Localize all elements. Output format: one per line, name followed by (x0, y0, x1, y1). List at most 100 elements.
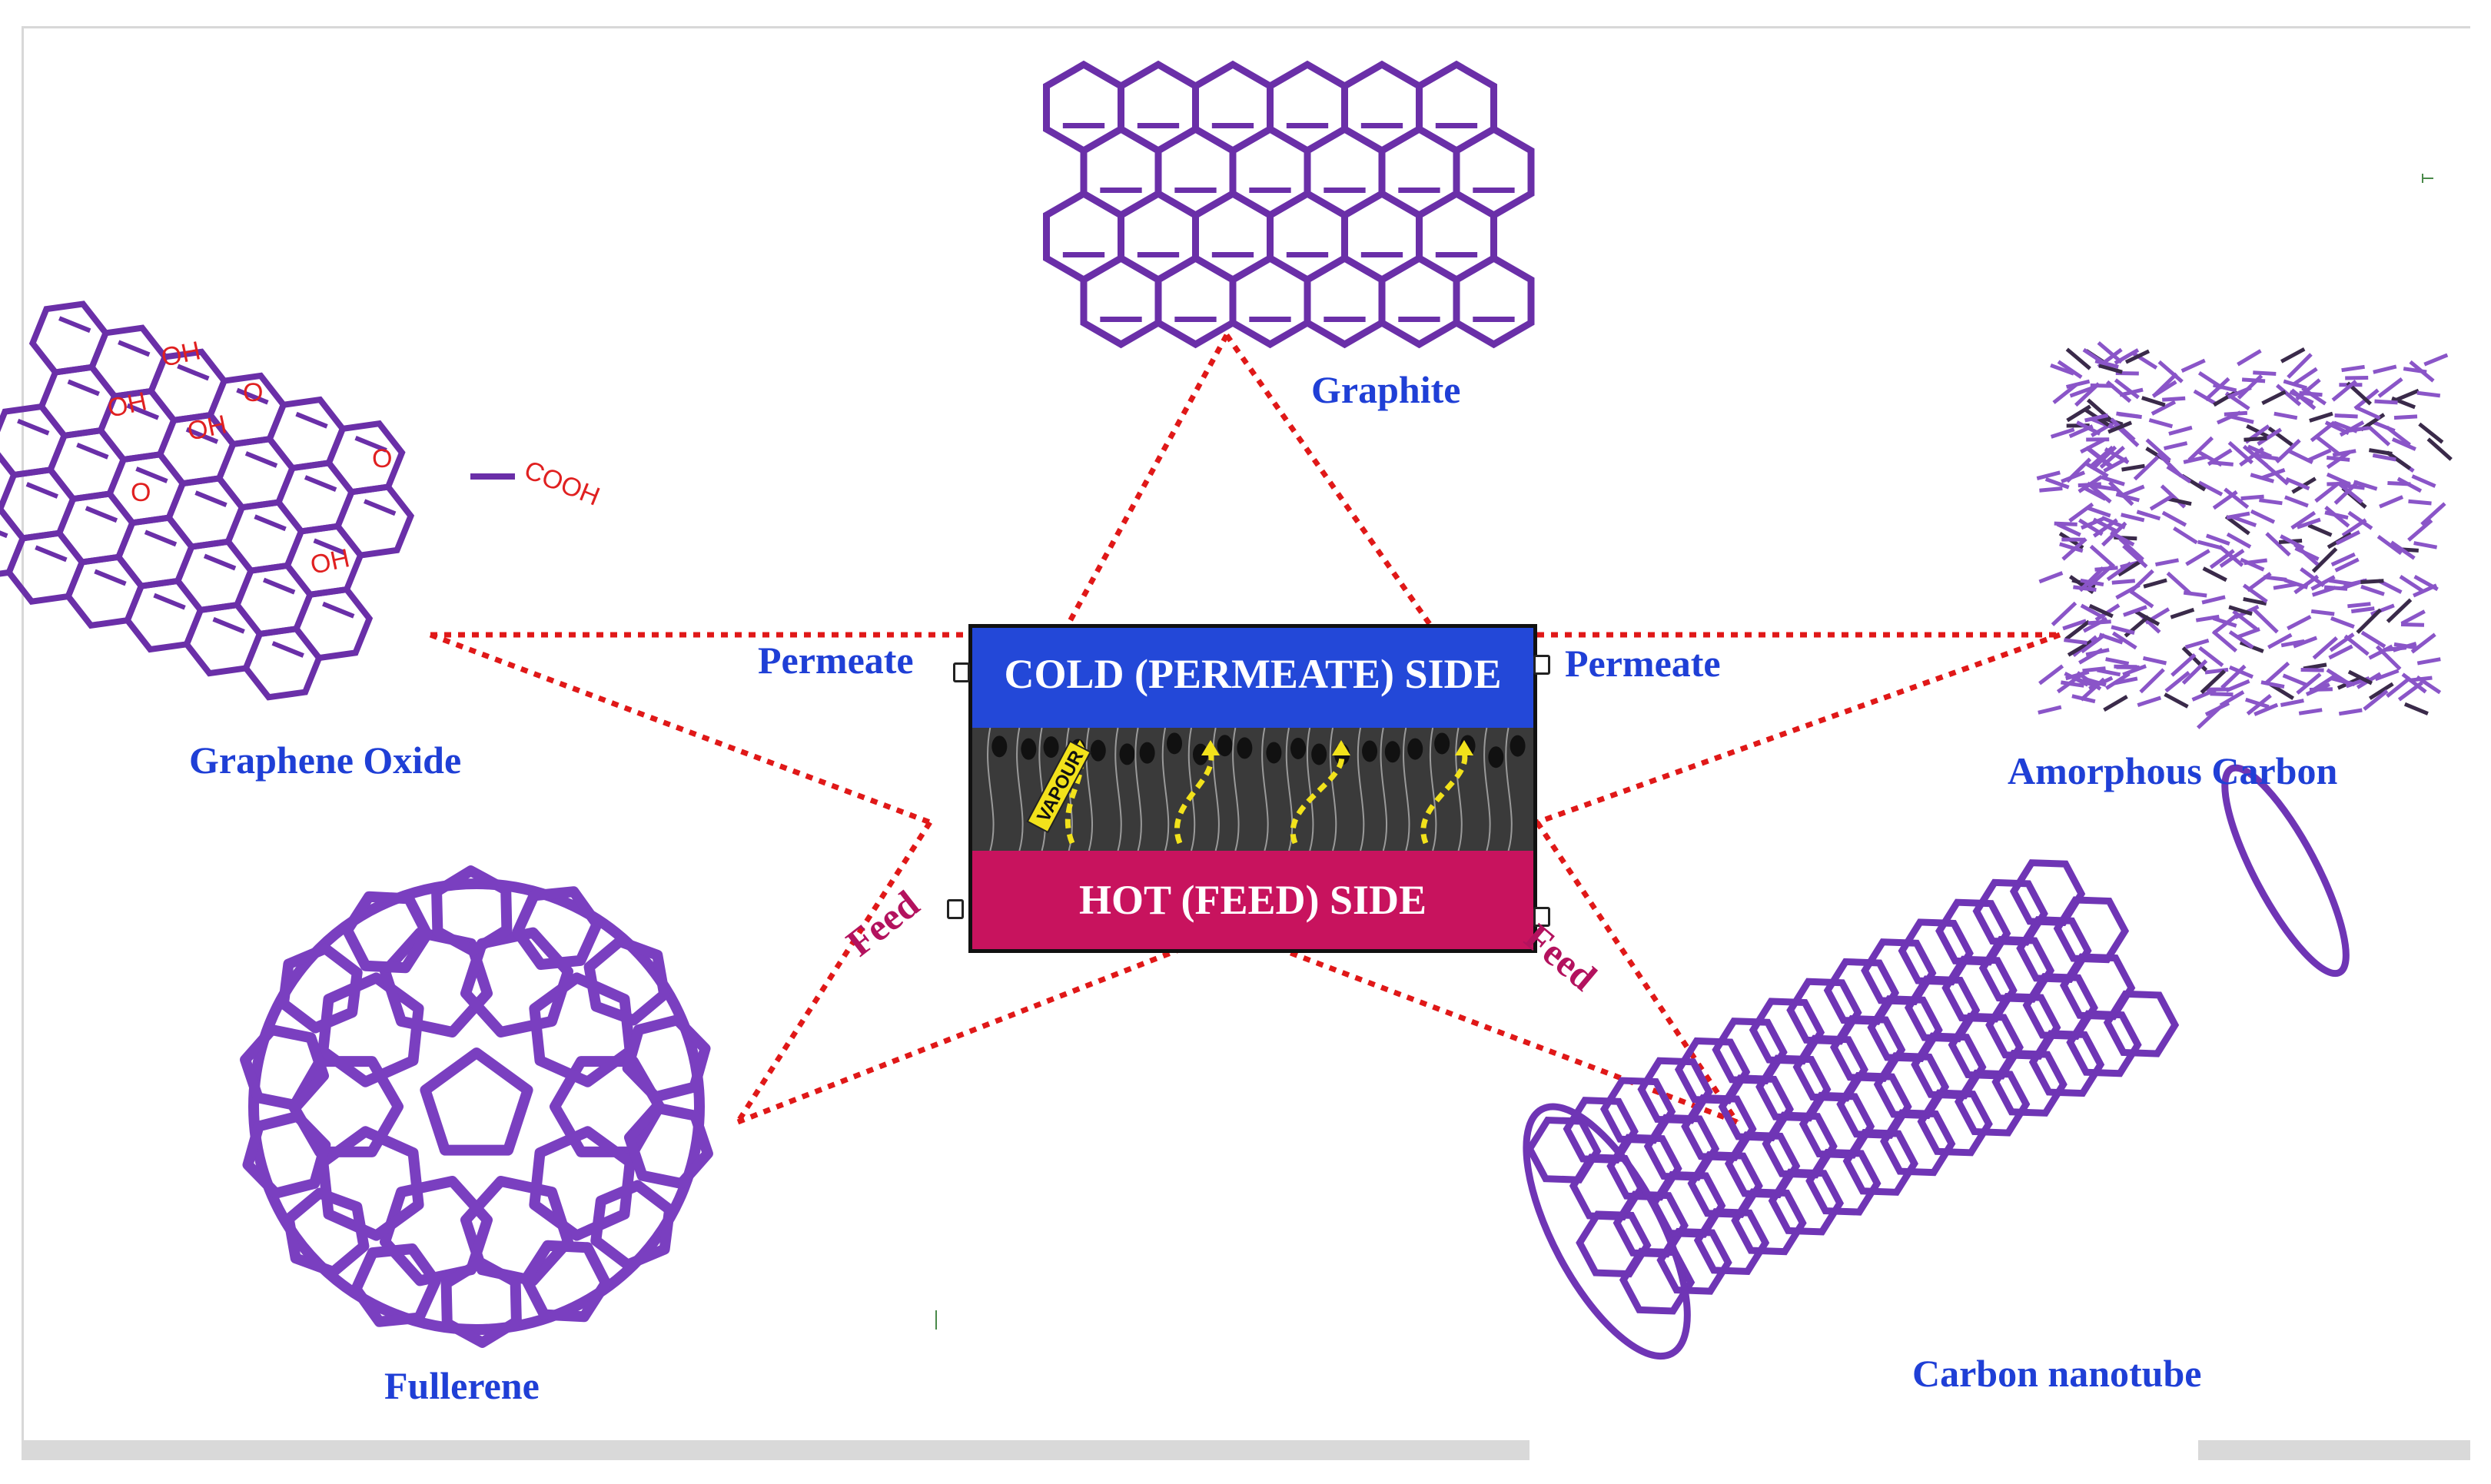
nanotube-mouth (1523, 1103, 1691, 1360)
pore (1021, 738, 1037, 760)
carbon-bond (2084, 446, 2111, 467)
carbon-bond (2212, 490, 2238, 510)
dotted-connector (1536, 632, 2061, 825)
carbon-bond (2187, 436, 2214, 462)
carbon-bond (2368, 448, 2393, 456)
graphene-oxide-structure (0, 300, 515, 701)
carbon-bond (2080, 632, 2106, 654)
carbon-bond (2097, 340, 2123, 364)
carbon-bond (2077, 518, 2104, 536)
carbon-bond (2210, 692, 2234, 697)
pore (1119, 743, 1135, 765)
carbon-bond (2254, 702, 2279, 716)
vapour-arrow (1174, 752, 1214, 845)
carbon-bond (2400, 622, 2425, 627)
carbon-bond (2315, 435, 2341, 456)
carbon-bond (2379, 495, 2404, 509)
carbon-bond (2226, 532, 2252, 549)
hexagon-ring (512, 886, 603, 970)
carbon-bond (2191, 688, 2217, 702)
carbon-bond (2074, 382, 2101, 407)
carbon-bond (2396, 476, 2423, 493)
pore (991, 735, 1008, 758)
carbon-bond (2196, 705, 2223, 729)
carbon-bond (2145, 438, 2171, 463)
carbon-bond (2164, 692, 2189, 709)
carbon-bond (2364, 423, 2391, 447)
hexagon-ring (583, 936, 670, 1026)
carbon-bond (2275, 383, 2302, 407)
carbon-bond (2245, 697, 2270, 709)
carbon-bond (2283, 578, 2309, 589)
carbon-bond (2307, 448, 2332, 463)
carbon-bond (2250, 509, 2276, 524)
carbon-bond (2151, 400, 2177, 416)
permeate-left-label: Permeate (758, 639, 914, 682)
carbon-bond (2226, 511, 2250, 520)
hexagon-ring (622, 1014, 711, 1103)
pore-wall (1134, 728, 1142, 851)
carbon-bond (2338, 708, 2363, 716)
hexagon-ring (240, 1024, 329, 1111)
nanotube-ring (1768, 1168, 1845, 1236)
carbon-bond (2088, 603, 2114, 619)
carbon-bond (2151, 380, 2177, 398)
carbon-bond (2232, 609, 2258, 631)
carbon-bond (2211, 629, 2238, 653)
cold-permeate-side: COLD (PERMEATE) SIDE (972, 628, 1533, 728)
double-bond (85, 506, 118, 523)
carbon-bond (2080, 603, 2106, 620)
graphene-oxide-sheet (0, 300, 415, 701)
carbon-bond (2056, 522, 2081, 537)
carbon-bond (2139, 668, 2165, 694)
carbon-bond (2084, 413, 2109, 423)
connector-lines (429, 333, 2061, 1125)
figure-frame (22, 26, 2470, 1456)
double-bond (194, 490, 228, 508)
carbon-bond (2057, 360, 2083, 379)
carbon-bond (2078, 566, 2105, 593)
carbon-bond (2039, 486, 2063, 493)
carbon-bond (2184, 638, 2210, 649)
pore-wall (1357, 728, 1365, 851)
pore-wall (1232, 728, 1240, 851)
carbon-bond (2204, 667, 2229, 675)
double-bond (35, 545, 68, 563)
carbon-bond (2263, 575, 2287, 582)
carbon-bond (2309, 411, 2333, 423)
carbon-bond (2345, 426, 2370, 433)
carbon-bond (2065, 347, 2091, 370)
double-bond (322, 601, 355, 619)
carbon-bond (2246, 693, 2272, 715)
carbon-bond (2292, 367, 2318, 386)
double-bond (203, 553, 237, 571)
double-bond (94, 569, 127, 586)
carbon-bond (2084, 461, 2109, 478)
carbon-bond (2149, 493, 2175, 511)
hexagon-ring (341, 891, 433, 974)
carbon-bond (2089, 544, 2116, 569)
carbon-bond (2180, 358, 2206, 373)
carbon-bond (2038, 664, 2064, 686)
horizontal-scrollbar[interactable] (22, 1440, 1529, 1460)
carbon-bond (2416, 657, 2441, 666)
nanotube-ring (1954, 1069, 2031, 1137)
carbon-bond (2376, 534, 2403, 556)
carbon-bond (2141, 396, 2166, 407)
carbon-bond (2111, 625, 2135, 636)
nanotube-ring (2028, 1030, 2105, 1097)
carbon-bond (2345, 376, 2369, 380)
carbon-bond (2080, 438, 2105, 454)
carbon-bond (2329, 632, 2355, 652)
carbon-bond (2373, 364, 2397, 374)
carbon-bond (2137, 696, 2162, 707)
carbon-bond (2418, 422, 2444, 444)
axis-glyph-icon (935, 174, 2433, 1330)
pore (1311, 743, 1327, 765)
pore (1139, 742, 1155, 764)
carbon-bond (2426, 437, 2453, 461)
carbon-bond (2360, 630, 2386, 649)
amorphous-carbon-label: Amorphous Carbon (2008, 749, 2338, 792)
carbon-bond (2236, 627, 2260, 639)
pore (1510, 735, 1526, 757)
